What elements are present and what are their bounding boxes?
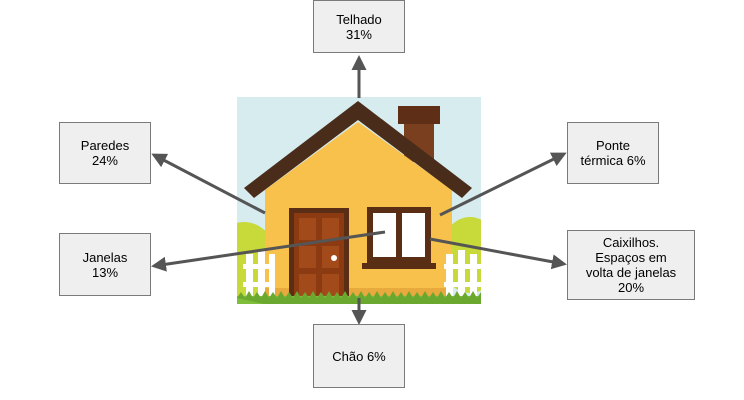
door-panel xyxy=(299,274,316,296)
door-panel xyxy=(299,218,316,240)
fence-right xyxy=(444,250,481,302)
label-windows-name: Janelas xyxy=(82,249,128,265)
door-knob xyxy=(331,255,337,261)
arrow-thermal xyxy=(439,152,567,217)
roof xyxy=(244,101,472,198)
chimney-cap xyxy=(398,106,440,124)
fence-left xyxy=(243,250,275,302)
window-glass-left xyxy=(373,213,396,257)
arrow-frames xyxy=(429,237,567,270)
label-frames-line2: Espaços em xyxy=(595,250,667,265)
window-sill xyxy=(362,263,436,269)
label-windows-percent: 13% xyxy=(91,264,119,280)
door-panel xyxy=(322,218,339,240)
door-panel xyxy=(322,274,339,296)
label-frames-percent: 20% xyxy=(617,280,645,295)
label-walls-name: Paredes xyxy=(80,138,130,153)
door-panel xyxy=(299,246,316,268)
label-roof-percent: 31% xyxy=(345,26,372,42)
label-box-floor: Chão 6% xyxy=(313,324,405,388)
window-glass-right xyxy=(402,213,425,257)
door-panel xyxy=(322,246,339,268)
label-frames-line3: volta de janelas xyxy=(585,265,677,280)
label-floor: Chão 6% xyxy=(332,348,386,364)
house-illustration xyxy=(237,97,481,304)
arrow-windows xyxy=(151,230,386,272)
label-roof-name: Telhado xyxy=(336,11,382,27)
arrows xyxy=(151,55,567,325)
label-thermal-percent: térmica 6% xyxy=(580,153,646,168)
arrow-walls xyxy=(151,153,266,215)
label-walls-percent: 24% xyxy=(91,153,118,168)
label-thermal-name: Ponte xyxy=(596,138,630,153)
label-frames-line1: Caixilhos. xyxy=(602,235,660,250)
grass-tufts xyxy=(237,291,481,304)
